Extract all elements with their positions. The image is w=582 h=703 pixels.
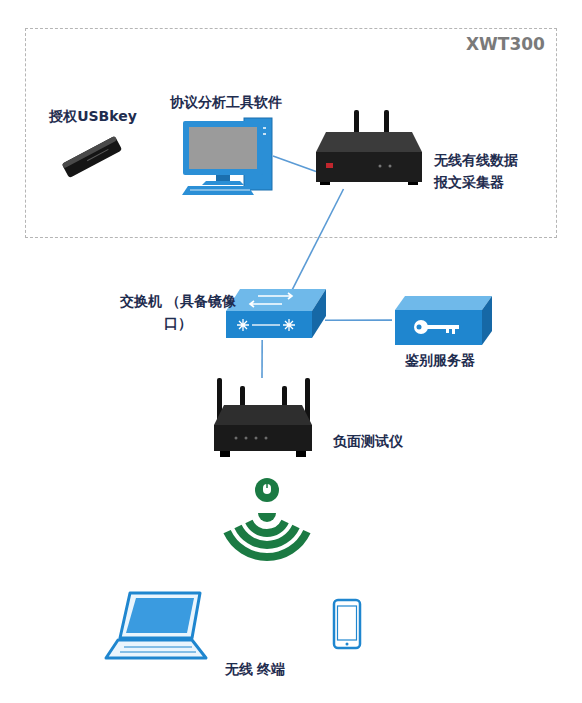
link-line [292,189,343,290]
device-label: 负面测试仪 [333,430,433,452]
phone-button [346,643,349,646]
switch-icon [226,289,326,338]
device-label: 无线有线数据 报文采集器 [434,149,529,193]
collector-device [316,110,422,185]
collector-top [316,132,422,152]
key-hole [417,325,422,330]
usb-key-node: 授权USBkey [63,131,123,186]
device-label: 协议分析工具软件 [156,91,296,113]
wifi-arc [238,527,296,545]
collector-front [316,152,422,182]
server-node: 鉴别服务器 [392,292,492,345]
usb-body [62,136,122,178]
laptop-base [106,640,206,658]
led [255,437,258,440]
wifi-icon-mark [263,484,271,494]
key-tooth [446,329,449,333]
led [265,437,268,440]
device-foot [296,451,306,457]
device-label: 交换机 （具备镜像口） [118,290,238,334]
tester-front [214,425,312,451]
keyboard-row [120,652,196,653]
led [379,165,382,168]
switch-star [237,319,249,331]
keyboard [182,186,254,195]
server-icon [395,296,492,345]
wifi-icon-mark-line [266,484,268,488]
link-line [273,156,316,171]
device-label: 鉴别服务器 [390,349,490,371]
collector-logo [326,163,333,168]
key-shaft [427,325,459,329]
wifi-arc [249,522,285,533]
phone-body [334,600,360,648]
phone-screen [338,606,357,640]
tester-node: 负面测试仪 [212,378,312,462]
usb-text-line [87,149,108,160]
key-tooth [452,329,455,334]
switch-arrow [258,293,292,299]
switch-top [226,289,326,311]
key-bow [414,320,428,334]
switch-star [283,319,295,331]
led [235,437,238,440]
laptop-screen [126,598,194,633]
monitor-neck [216,175,230,181]
tester-device [214,378,312,457]
usb-key [62,136,122,178]
server-front [395,310,482,345]
laptop-icon [106,593,206,658]
device-foot [320,182,330,185]
wifi-icon-base [258,513,276,522]
monitor-frame [183,121,263,175]
led [245,437,248,440]
server-top [395,296,492,310]
wifi-icon-head [255,478,279,502]
keyboard-row [190,190,250,191]
switch-arrow [250,301,282,307]
wifi-symbol [227,478,307,557]
phone-icon [334,600,360,648]
usb-highlight [62,136,117,169]
computer-icon [182,118,272,195]
switch-front [226,311,312,338]
laptop-screen-frame [120,593,200,638]
keyboard-row [124,647,192,648]
device-foot [220,451,230,457]
tester-top [214,405,312,425]
wifi-arc [227,532,307,557]
software-node: 协议分析工具软件 [181,119,273,196]
device-label: 无线 终端 [195,658,315,680]
terminal-node: 无线 终端 [108,585,365,657]
link-line [261,340,263,378]
monitor-screen [189,127,257,169]
device-foot [408,182,418,185]
device-label: XWT300 [466,33,556,55]
system-group: XWT300授权USBkey协议分析工具软件无线有线数据 报文采集器 [25,28,557,238]
switch-side [312,289,326,338]
server-side [482,296,492,345]
switch-link [252,324,280,325]
collector-node: 无线有线数据 报文采集器 [316,109,426,189]
switch-node: 交换机 （具备镜像口） [222,288,325,340]
monitor-base [202,181,244,185]
device-label: 授权USBkey [38,105,148,127]
link-line [325,319,392,321]
led [389,165,392,168]
